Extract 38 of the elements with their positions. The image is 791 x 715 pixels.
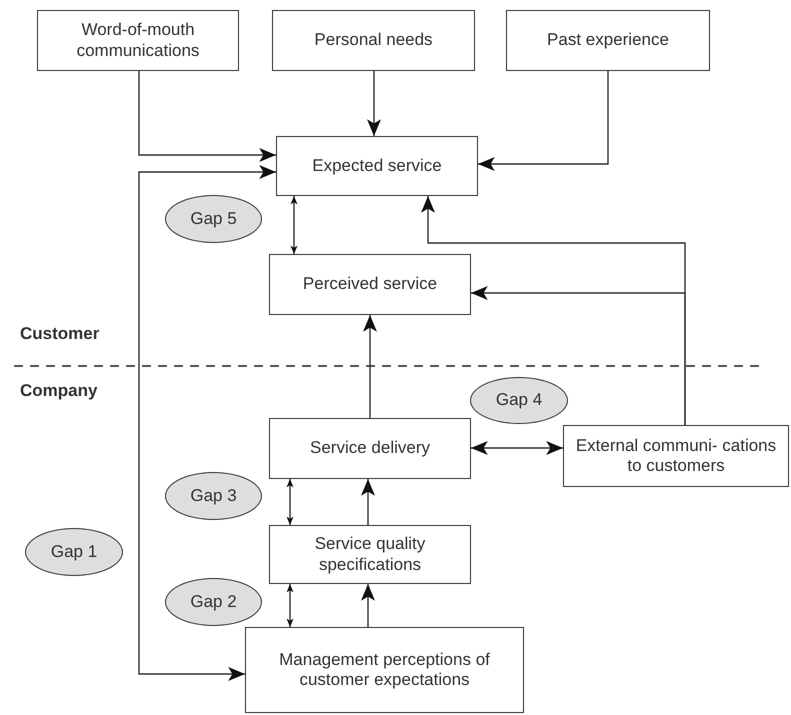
gap-label: Gap 2 [190, 592, 237, 612]
box-label: External communi- cations to customers [574, 436, 778, 476]
arrow [478, 71, 609, 171]
process-box [269, 254, 471, 315]
arrow [290, 196, 298, 254]
box-label: Service quality specifications [314, 534, 426, 575]
arrow [286, 584, 294, 627]
gap-label: Gap 3 [190, 486, 237, 506]
box-label: Perceived service [302, 274, 438, 295]
box-label: Past experience [547, 30, 669, 51]
process-box [37, 10, 239, 71]
zone-label: Customer [20, 324, 100, 344]
gap-label: Gap 5 [190, 208, 237, 230]
gap-ellipse [470, 377, 568, 424]
box-label: Expected service [312, 156, 442, 176]
box-label: Service delivery [310, 438, 430, 459]
arrow [361, 479, 375, 525]
process-box [245, 627, 524, 713]
arrow [367, 71, 381, 136]
arrow [138, 71, 276, 162]
gap-label: Gap 1 [50, 542, 98, 562]
process-box [506, 10, 710, 71]
gap-label: Gap 4 [496, 390, 542, 411]
arrow [361, 584, 375, 627]
process-box [269, 525, 471, 584]
process-box [276, 136, 478, 196]
process-box [563, 425, 789, 487]
arrow [471, 286, 686, 425]
arrow [138, 165, 276, 681]
box-label: Management perceptions of customer expectations [278, 650, 491, 690]
arrow [363, 315, 377, 418]
box-label: Word-of-mouth communications [76, 20, 200, 61]
zone-label: Company [20, 381, 98, 401]
arrow [286, 479, 294, 525]
process-box [269, 418, 471, 479]
arrow [471, 441, 563, 455]
process-box [272, 10, 475, 71]
box-label: Personal needs [314, 30, 433, 51]
